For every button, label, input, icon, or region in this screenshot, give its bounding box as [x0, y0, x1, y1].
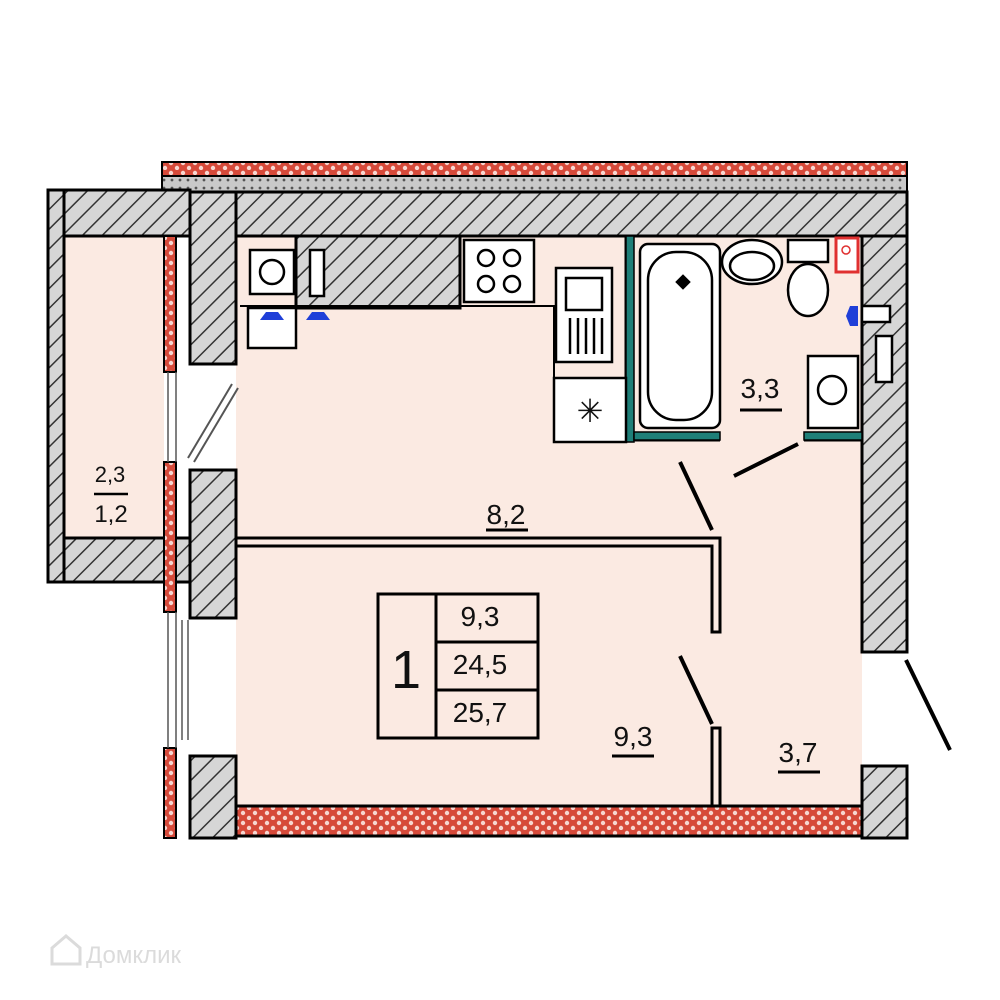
exterior-wall-top [161, 161, 908, 193]
living-total: 9,3 [461, 601, 500, 632]
house-logo-icon [50, 934, 82, 966]
total-no-balcony: 24,5 [453, 649, 508, 680]
doors [678, 442, 952, 751]
stove-icon [462, 238, 536, 304]
watermark-text: Домклик [86, 942, 182, 969]
water-points [260, 306, 858, 326]
room-count: 1 [391, 640, 421, 700]
balcony-door [187, 383, 239, 463]
total-with-balcony: 25,7 [453, 697, 508, 728]
balcony-area-label: 2,3 [95, 462, 126, 487]
floors [64, 236, 862, 806]
bathroom-area-label: 3,3 [741, 373, 780, 404]
balcony-coef-area-label: 1,2 [94, 501, 127, 528]
hall-area-label: 3,7 [779, 737, 818, 768]
bathroom-fixtures [638, 236, 894, 430]
washing-machine-icon [806, 354, 860, 430]
kitchen-fixtures [240, 238, 628, 444]
kitchen-area-label: 8,2 [487, 499, 526, 530]
gas-meter-icon [308, 248, 326, 298]
windows [167, 372, 189, 748]
exterior-wall-bottom [234, 804, 864, 838]
living-area-label: 9,3 [614, 721, 653, 752]
washbasin-icon [720, 238, 784, 286]
watermark: Домклик [50, 934, 182, 969]
fridge-icon [552, 376, 628, 444]
exterior-wall-left [163, 235, 177, 839]
area-summary-table: 1 9,3 24,5 25,7 [376, 592, 540, 740]
fridge-symbol-icon: ✳ [577, 393, 604, 429]
toilet-icon [786, 262, 830, 318]
bathroom-tile [625, 235, 863, 443]
toilet-tank-icon [786, 238, 830, 264]
heater-icon [834, 236, 860, 274]
room-labels: 8,2 9,3 3,3 3,7 2,3 1,2 [94, 373, 820, 774]
sink-icon [554, 266, 614, 364]
boiler-icon [248, 248, 296, 296]
walls [46, 188, 909, 840]
